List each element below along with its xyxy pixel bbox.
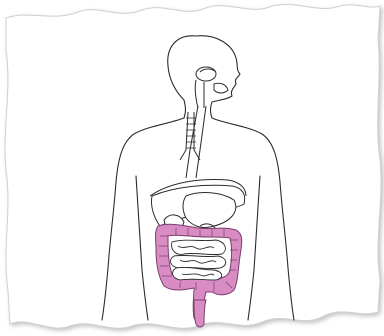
rectum (194, 300, 206, 327)
small-intestine (171, 240, 226, 280)
